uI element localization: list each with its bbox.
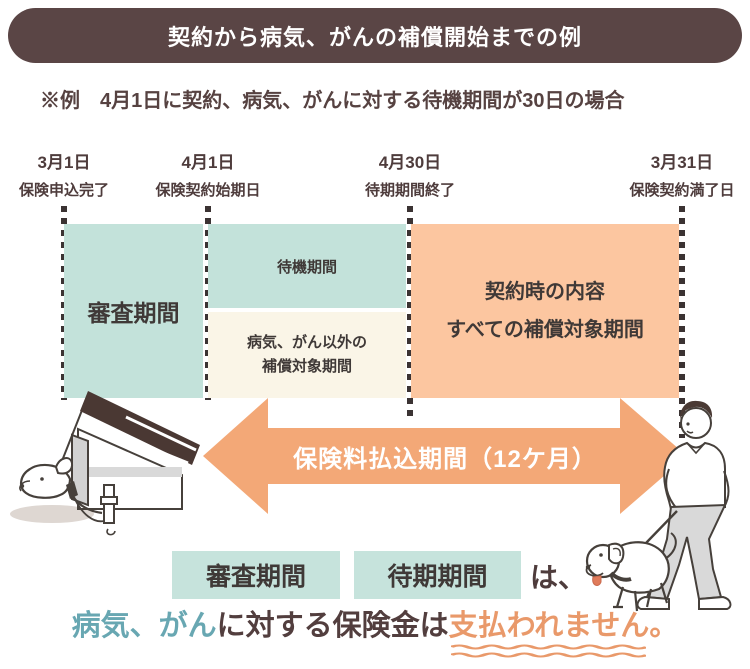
dog-in-doghouse-illustration [10, 391, 200, 536]
milestone-contract-start: 4月1日 保険契約始期日 [155, 148, 260, 200]
milestone-date: 4月30日 [378, 153, 442, 172]
legend-waiting-label: 待期期間 [387, 563, 488, 591]
legend-examination-label: 審査期間 [205, 563, 306, 591]
sentence-middle: に対する保険金は [216, 610, 449, 642]
premium-payment-label: 保険料払込期間（12ケ月） [293, 445, 597, 473]
waiting-period-block: 待機期間 [208, 224, 406, 308]
full-coverage-line1: 契約時の内容 [485, 281, 605, 303]
legend-suffix: は、 [530, 562, 587, 593]
timeline-dotted-line-4 [679, 206, 685, 438]
timeline-dotted-line-3 [407, 206, 413, 416]
milestone-label: 保険契約満了日 [629, 182, 735, 199]
milestone-date: 3月1日 [37, 153, 91, 172]
waiting-period-label: 待機期間 [276, 258, 337, 276]
page-title: 契約から病気、がんの補償開始までの例 [167, 24, 582, 50]
milestone-date: 3月31日 [650, 153, 714, 172]
example-subtitle: ※例 4月1日に契約、病気、がんに対する待機期間が30日の場合 [40, 90, 625, 112]
double-arrow-icon [203, 398, 687, 514]
person-walking-dog-illustration [585, 400, 732, 612]
examination-period-label: 審査期間 [87, 300, 180, 326]
non-illness-coverage-line1: 病気、がん以外の [246, 334, 367, 351]
milestone-waiting-end: 4月30日 待期期間終了 [365, 148, 455, 200]
premium-payment-arrow: 保険料払込期間（12ケ月） [195, 396, 695, 516]
non-illness-coverage-line2: 補償対象期間 [261, 358, 352, 375]
sentence-not-paid: 支払われません。 [449, 602, 678, 658]
no-payment-sentence: 病気、がんに対する保険金は支払われません。 [0, 602, 750, 658]
sentence-illness-cancer: 病気、がん [71, 610, 217, 642]
legend-examination-box: 審査期間 [172, 551, 340, 599]
non-illness-coverage-block: 病気、がん以外の 補償対象期間 [208, 312, 406, 398]
wavy-underline-icon [450, 644, 647, 658]
milestone-label: 保険契約始期日 [155, 182, 261, 199]
legend-waiting-box: 待期期間 [354, 551, 521, 599]
milestone-contract-expiry: 3月31日 保険契約満了日 [629, 148, 734, 200]
milestone-date: 4月1日 [181, 153, 235, 172]
milestone-label: 待期期間終了 [364, 182, 456, 199]
full-coverage-line2: すべての補償対象期間 [446, 319, 644, 341]
examination-period-block: 審査期間 [64, 224, 203, 398]
header-banner: 契約から病気、がんの補償開始までの例 [8, 8, 742, 63]
milestone-application-complete: 3月1日 保険申込完了 [19, 148, 109, 200]
full-coverage-block: 契約時の内容 すべての補償対象期間 [411, 224, 679, 398]
milestone-label: 保険申込完了 [18, 182, 110, 199]
